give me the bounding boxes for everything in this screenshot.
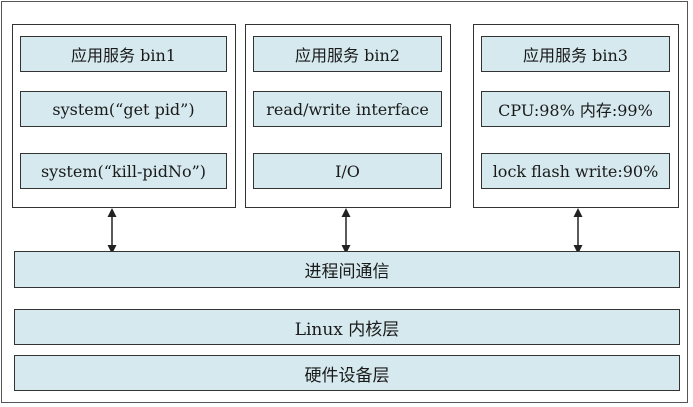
bin3-title: 应用服务 bin3	[523, 46, 628, 65]
bin1-get-pid-box: system(“get pid”)	[20, 91, 227, 127]
bin3-lock-flash: lock flash write:90%	[492, 161, 659, 181]
bin2-read-write-box: read/write interface	[253, 91, 442, 127]
app-service-bin3-group: 应用服务 bin3 CPU:98% 内存:99% lock flash writ…	[473, 24, 679, 208]
hardware-device-layer: 硬件设备层	[14, 355, 680, 391]
bin1-kill-pid-box: system(“kill-pidNo”)	[20, 153, 227, 189]
bin3-title-box: 应用服务 bin3	[481, 36, 670, 72]
bin1-ipc-arrow	[106, 208, 118, 254]
architecture-diagram: 应用服务 bin1 system(“get pid”) system(“kill…	[1, 1, 688, 403]
bin1-title-box: 应用服务 bin1	[20, 36, 227, 72]
bin1-title: 应用服务 bin1	[71, 46, 176, 65]
linux-kernel-layer: Linux 内核层	[14, 309, 680, 345]
ipc-layer-label: 进程间通信	[304, 262, 390, 282]
app-service-bin2-group: 应用服务 bin2 read/write interface I/O	[245, 24, 451, 208]
bin3-lock-flash-box: lock flash write:90%	[481, 153, 670, 189]
bin2-read-write: read/write interface	[266, 99, 429, 119]
bin3-cpu-mem: CPU:98% 内存:99%	[498, 101, 653, 120]
bin1-get-pid: system(“get pid”)	[52, 99, 195, 119]
app-service-bin1-group: 应用服务 bin1 system(“get pid”) system(“kill…	[12, 24, 236, 208]
bin3-ipc-arrow	[572, 208, 584, 254]
bin2-ipc-arrow	[340, 208, 352, 254]
bin2-io-box: I/O	[253, 153, 442, 189]
hardware-device-layer-label: 硬件设备层	[304, 365, 390, 386]
ipc-layer: 进程间通信	[14, 251, 680, 288]
bin2-title: 应用服务 bin2	[295, 46, 400, 65]
bin2-io: I/O	[335, 161, 360, 181]
bin2-title-box: 应用服务 bin2	[253, 36, 442, 72]
linux-kernel-layer-label: Linux 内核层	[294, 319, 400, 340]
bin3-cpu-mem-box: CPU:98% 内存:99%	[481, 91, 670, 127]
bin1-kill-pid: system(“kill-pidNo”)	[40, 161, 207, 181]
